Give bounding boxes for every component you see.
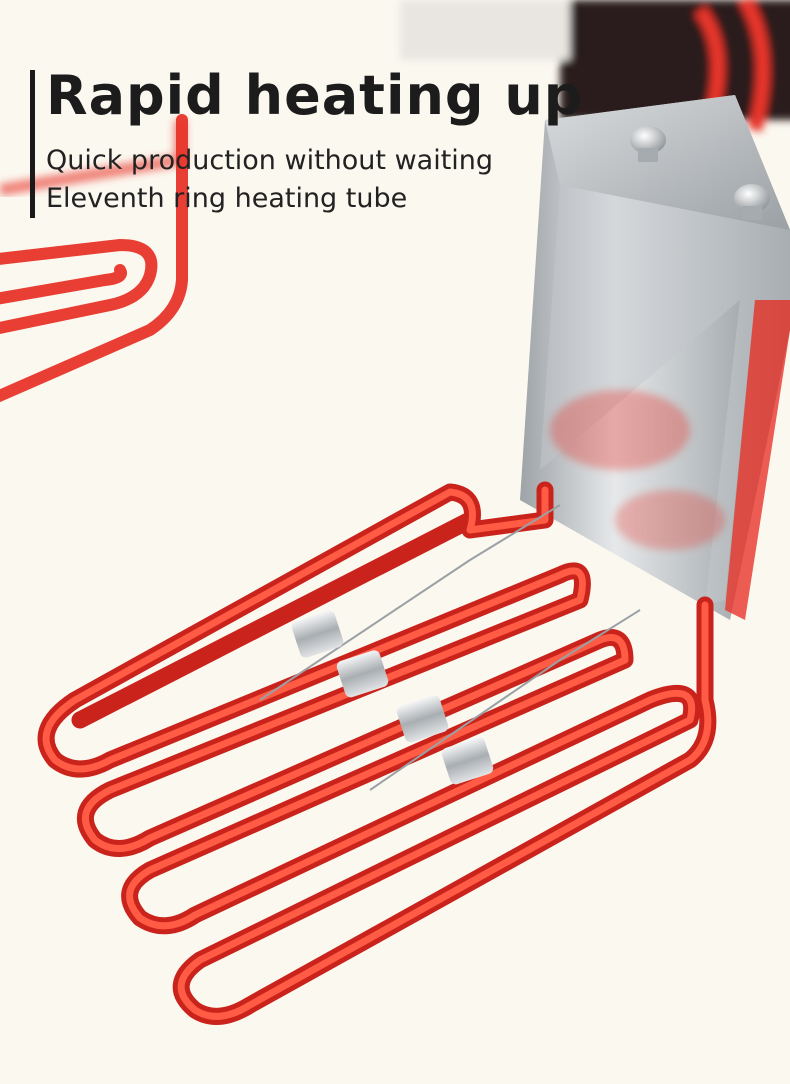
sensor-wire — [259, 504, 641, 791]
background-tube-fade — [0, 120, 186, 196]
accent-bar — [30, 70, 35, 218]
clip — [396, 695, 494, 785]
headline-title: Rapid heating up — [46, 64, 584, 127]
steel-bracket — [520, 95, 790, 620]
background-tube-left — [0, 114, 188, 403]
headline-block: Rapid heating up Quick production withou… — [30, 64, 590, 224]
bolt — [630, 126, 666, 162]
subtitle-line-2: Eleventh ring heating tube — [46, 183, 408, 214]
subtitle-line-1: Quick production without waiting — [46, 145, 494, 176]
bolt — [734, 184, 770, 220]
top-heater-blur — [400, 0, 790, 132]
clip — [291, 610, 389, 698]
heating-tube-highlight — [42, 486, 712, 1020]
